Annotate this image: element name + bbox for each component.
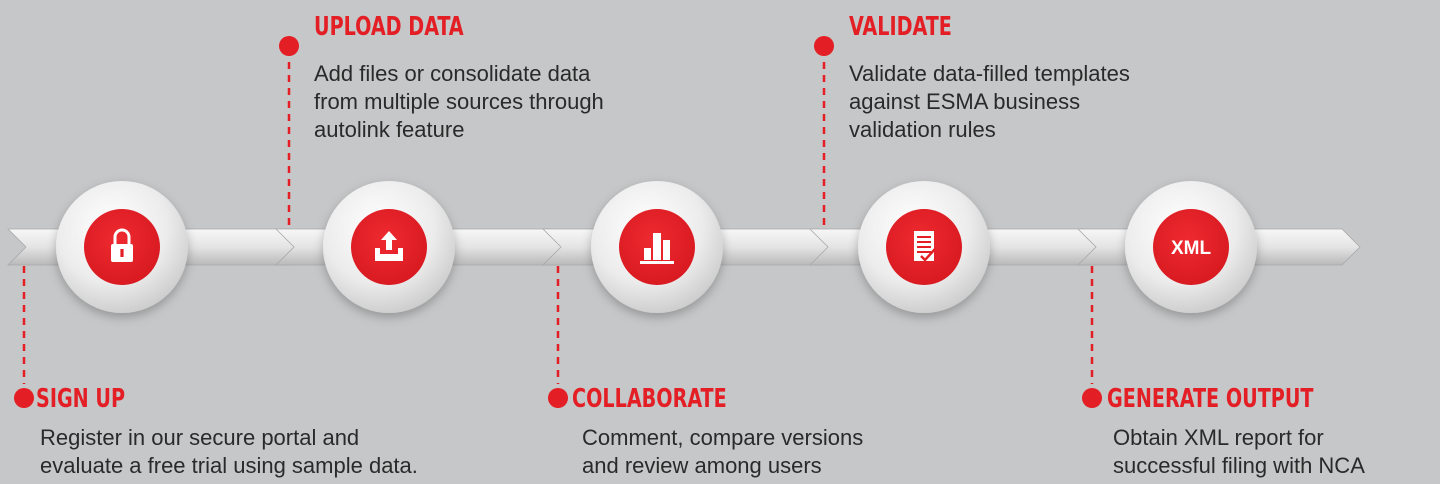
step-dot [814, 36, 834, 56]
step-discs: XML [56, 181, 1257, 313]
connector-lines [14, 36, 1102, 408]
step-disc-collaborate [591, 181, 723, 313]
step-title-validate: VALIDATE [849, 12, 952, 42]
step-description-sign-up: Register in our secure portal and evalua… [40, 425, 418, 478]
bar-chart-icon [640, 233, 674, 264]
step-description-validate: Validate data-filled templates against E… [849, 61, 1130, 142]
upload-tray-icon [375, 231, 403, 261]
step-description-upload-data: Add files or consolidate data from multi… [314, 61, 604, 142]
checked-document-icon [914, 231, 936, 262]
step-title-sign-up: SIGN UP [36, 384, 126, 414]
step-description-generate-output: Obtain XML report for successful filing … [1113, 425, 1365, 478]
step-description-collaborate: Comment, compare versions and review amo… [582, 425, 864, 478]
step-title-generate-output: GENERATE OUTPUT [1107, 384, 1314, 414]
xml-icon-label: XML [1171, 238, 1212, 259]
step-disc-inner [1153, 209, 1229, 285]
step-dot [14, 388, 34, 408]
step-dot [1082, 388, 1102, 408]
step-title-upload-data: UPLOAD DATA [314, 12, 464, 42]
step-disc-generate-output: XML [1125, 181, 1257, 313]
xml-icon: XML [1171, 238, 1212, 259]
step-disc-sign-up [56, 181, 188, 313]
step-dot [279, 36, 299, 56]
step-disc-validate [858, 181, 990, 313]
padlock-icon [111, 228, 133, 262]
step-disc-upload-data [323, 181, 455, 313]
step-title-collaborate: COLLABORATE [572, 384, 727, 414]
step-dot [548, 388, 568, 408]
